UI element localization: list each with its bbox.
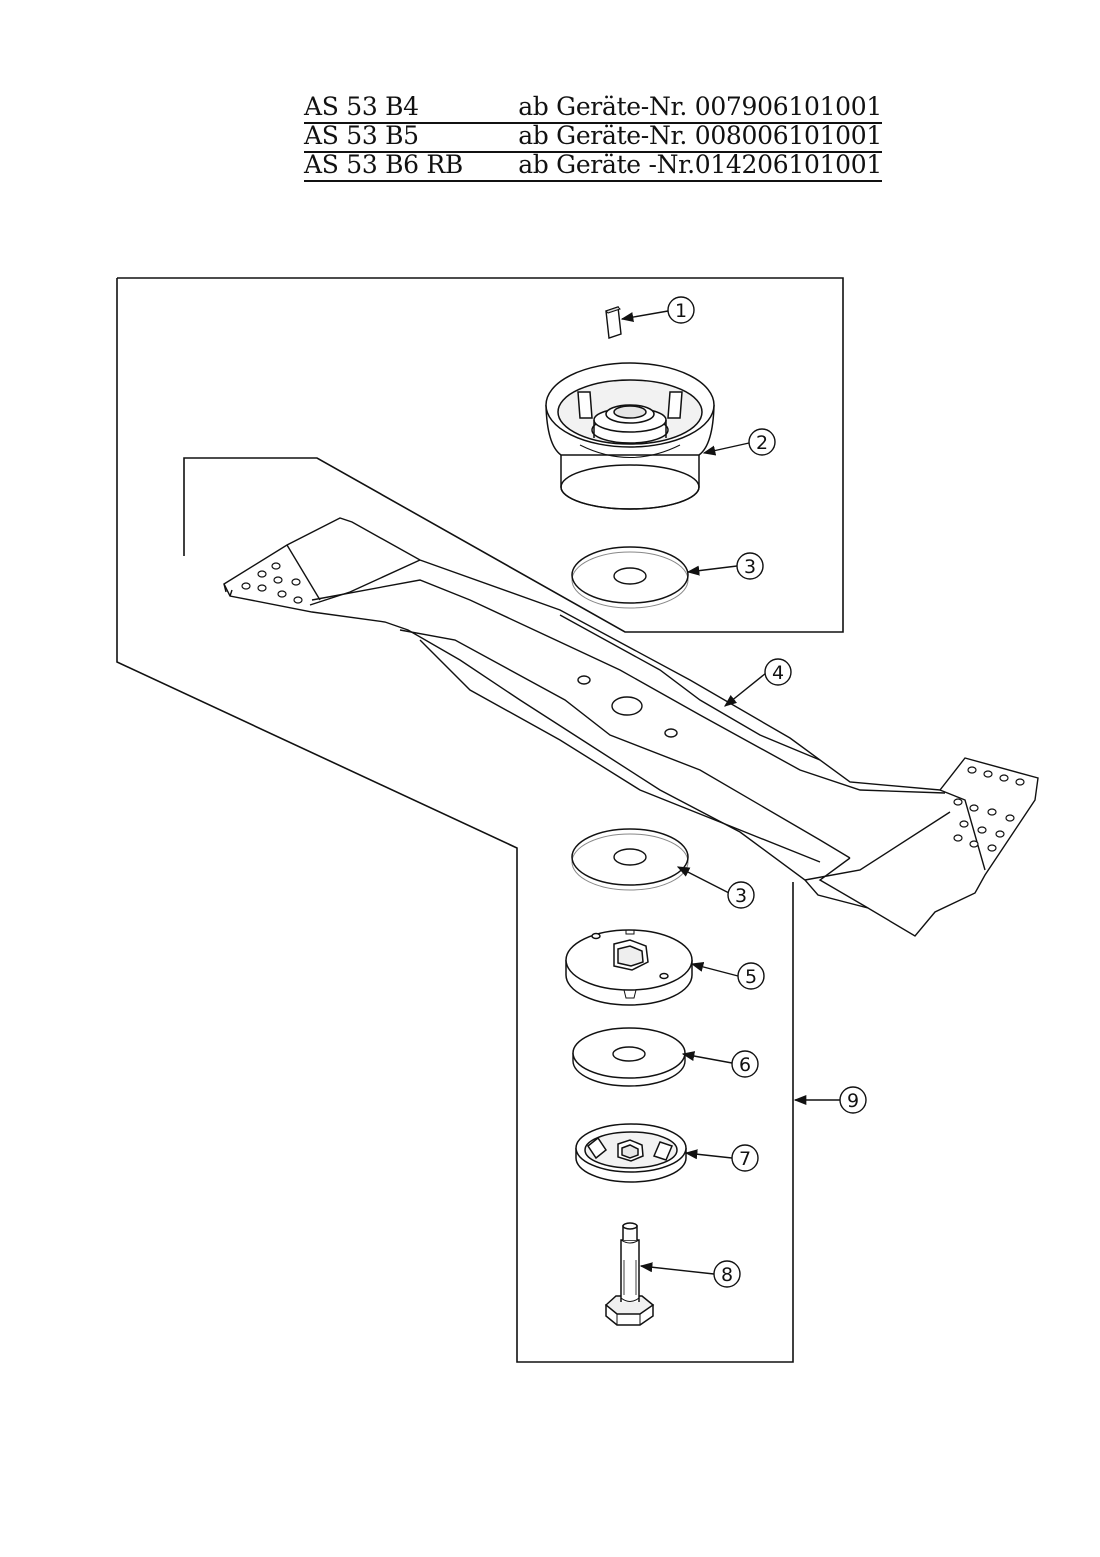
part-washer-upper: [571, 546, 689, 609]
header-line-1: AS 53 B4 ab Geräte-Nr. 007906101001: [304, 92, 882, 124]
serial-range: ab Geräte-Nr. 008006101001: [518, 121, 882, 150]
part-retaining-cup: [575, 1123, 687, 1183]
leader-1: [620, 310, 669, 323]
callout-4-label: 4: [772, 662, 784, 684]
callout-3b: 3: [727, 881, 755, 909]
part-bolt: [604, 1222, 655, 1326]
callout-8-label: 8: [721, 1264, 733, 1286]
part-mower-blade: [223, 517, 1039, 937]
leader-3b: [676, 866, 730, 894]
callout-1: 1: [667, 296, 695, 324]
leader-2: [702, 442, 750, 456]
callout-3a-label: 3: [744, 556, 756, 578]
callout-3b-label: 3: [735, 885, 747, 907]
callout-7-label: 7: [739, 1148, 751, 1170]
model-name: AS 53 B4: [304, 92, 419, 121]
serial-range: ab Geräte-Nr. 007906101001: [518, 92, 882, 121]
part-washer-lower: [571, 828, 689, 891]
callout-2-label: 2: [756, 432, 768, 454]
callout-3a: 3: [736, 552, 764, 580]
callout-6-label: 6: [739, 1054, 751, 1076]
leader-8: [639, 1262, 715, 1275]
header-line-2: AS 53 B5 ab Geräte-Nr. 008006101001: [304, 121, 882, 153]
leader-5: [690, 961, 739, 977]
part-blade-adapter: [545, 362, 715, 510]
leader-6: [681, 1051, 733, 1064]
callout-5-label: 5: [745, 966, 757, 988]
model-name: AS 53 B5: [304, 121, 419, 150]
part-washer-6: [572, 1027, 686, 1087]
callout-7: 7: [731, 1144, 759, 1172]
callout-5: 5: [737, 962, 765, 990]
leader-4: [724, 672, 767, 707]
callout-leaders: [620, 310, 840, 1275]
callout-2: 2: [748, 428, 776, 456]
callout-9: 9: [839, 1086, 867, 1114]
assembly-outline-upper: [117, 277, 844, 633]
part-clutch-plate: [565, 929, 693, 1006]
leader-3a: [686, 565, 738, 576]
callout-4: 4: [764, 658, 792, 686]
header-line-3: AS 53 B6 RB ab Geräte -Nr.014206101001: [304, 150, 882, 182]
leader-7: [684, 1149, 733, 1160]
callout-1-label: 1: [675, 300, 687, 322]
part-key: [605, 306, 622, 339]
callout-9-label: 9: [847, 1090, 859, 1112]
serial-range: ab Geräte -Nr.014206101001: [518, 150, 882, 179]
callout-8: 8: [713, 1260, 741, 1288]
callout-6: 6: [731, 1050, 759, 1078]
model-name: AS 53 B6 RB: [304, 150, 464, 179]
assembly-outline-lower: [116, 278, 794, 1363]
